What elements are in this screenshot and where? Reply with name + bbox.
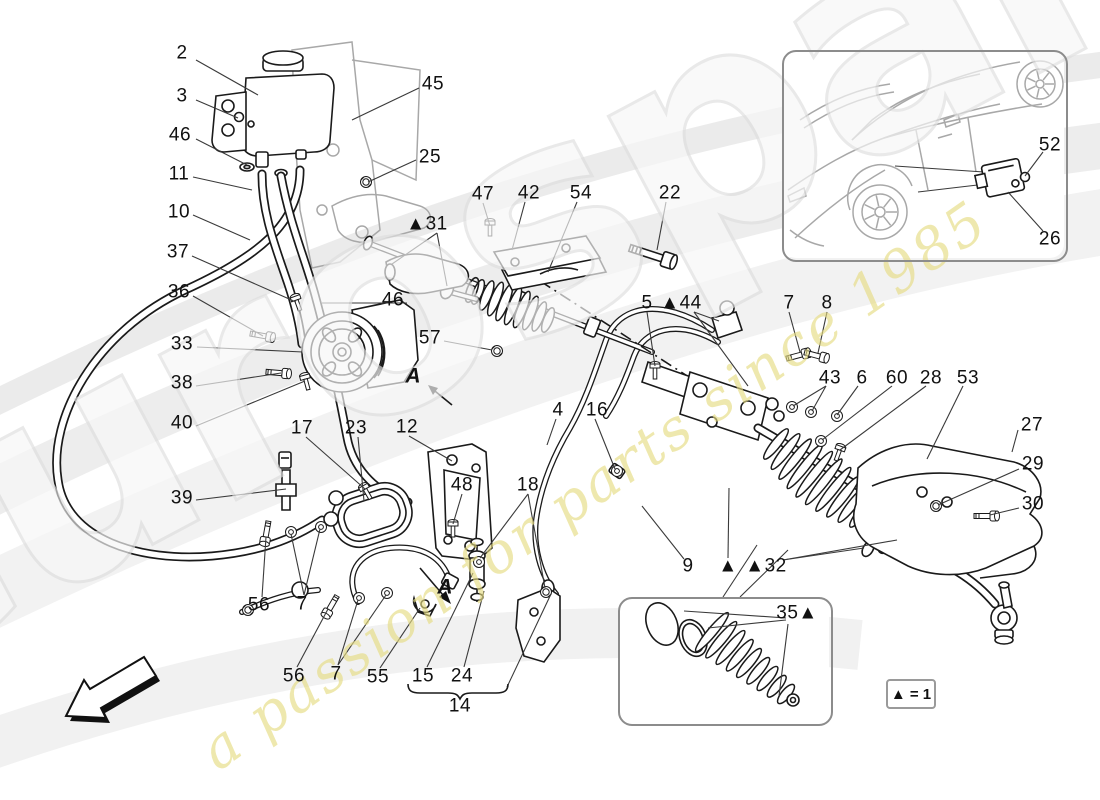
part-callout-7-22[interactable]: 7 (783, 292, 795, 314)
part-callout-7-45[interactable]: 7 (296, 593, 308, 615)
part-callout-25-12[interactable]: 25 (418, 146, 442, 168)
legend-box: ▲ = 1 (886, 679, 936, 709)
part-callout-3-1[interactable]: 3 (176, 85, 188, 107)
part-callout-53-28[interactable]: 53 (956, 367, 980, 389)
part-callout-16-38[interactable]: 16 (585, 399, 609, 421)
part-callout-6-25[interactable]: 6 (856, 367, 868, 389)
part-callout-48-39[interactable]: 48 (450, 474, 474, 496)
part-callout-42-14[interactable]: 42 (517, 182, 541, 204)
part-callout-t32-43[interactable]: ▲32 (745, 555, 787, 577)
part-callout-14-51[interactable]: 14 (448, 695, 472, 717)
part-callout-4-37[interactable]: 4 (552, 399, 564, 421)
part-callout-35t-52[interactable]: 35▲ (776, 602, 818, 624)
part-callout-11-3[interactable]: 11 (168, 163, 190, 185)
part-callout-38-8[interactable]: 38 (170, 372, 194, 394)
part-callout-2-0[interactable]: 2 (176, 42, 188, 64)
part-callout-40-9[interactable]: 40 (170, 412, 194, 434)
part-callout-39-10[interactable]: 39 (170, 487, 194, 509)
part-callout-15-49[interactable]: 15 (411, 665, 435, 687)
part-callout-60-26[interactable]: 60 (885, 367, 909, 389)
part-callout-47-13[interactable]: 47 (471, 183, 495, 205)
part-callout-9-41[interactable]: 9 (682, 555, 694, 577)
part-callout-27-29[interactable]: 27 (1020, 414, 1044, 436)
part-callout-54-15[interactable]: 54 (569, 182, 593, 204)
part-callout-t44-21[interactable]: ▲44 (660, 292, 702, 314)
part-callout-28-27[interactable]: 28 (919, 367, 943, 389)
part-callout-22-16[interactable]: 22 (658, 182, 682, 204)
part-callout-52-32[interactable]: 52 (1038, 134, 1062, 156)
part-callout-46-18[interactable]: 46 (381, 289, 405, 311)
part-callout-7-47[interactable]: 7 (330, 663, 342, 685)
part-callout-46-2[interactable]: 46 (168, 124, 192, 146)
part-callout-56-44[interactable]: 56 (247, 594, 271, 616)
part-callout-45-11[interactable]: 45 (421, 73, 445, 95)
part-callout-17-34[interactable]: 17 (290, 417, 314, 439)
part-callout-t31-17[interactable]: ▲31 (406, 213, 448, 235)
part-callout-43-24[interactable]: 43 (818, 367, 842, 389)
part-callout-30-31[interactable]: 30 (1021, 493, 1045, 515)
view-marker-2: A (437, 575, 453, 599)
part-callout-36-6[interactable]: 36 (167, 281, 191, 303)
part-callout-29-30[interactable]: 29 (1021, 453, 1045, 475)
part-callout-56-46[interactable]: 56 (282, 665, 306, 687)
part-callout-23-35[interactable]: 23 (344, 417, 368, 439)
part-callout-33-7[interactable]: 33 (170, 333, 194, 355)
part-callout-55-48[interactable]: 55 (366, 666, 390, 688)
part-callout-t-42[interactable]: ▲ (718, 555, 738, 577)
part-callout-18-40[interactable]: 18 (516, 474, 540, 496)
part-callout-5-20[interactable]: 5 (641, 292, 653, 314)
part-callout-10-4[interactable]: 10 (167, 201, 191, 223)
part-callout-24-50[interactable]: 24 (450, 665, 474, 687)
view-marker-1: A (405, 364, 421, 388)
legend-text: ▲ = 1 (890, 685, 932, 703)
part-callout-8-23[interactable]: 8 (821, 292, 833, 314)
part-callout-12-36[interactable]: 12 (395, 416, 419, 438)
part-callout-26-33[interactable]: 26 (1038, 228, 1062, 250)
part-callout-57-19[interactable]: 57 (418, 327, 442, 349)
part-callout-37-5[interactable]: 37 (166, 241, 190, 263)
